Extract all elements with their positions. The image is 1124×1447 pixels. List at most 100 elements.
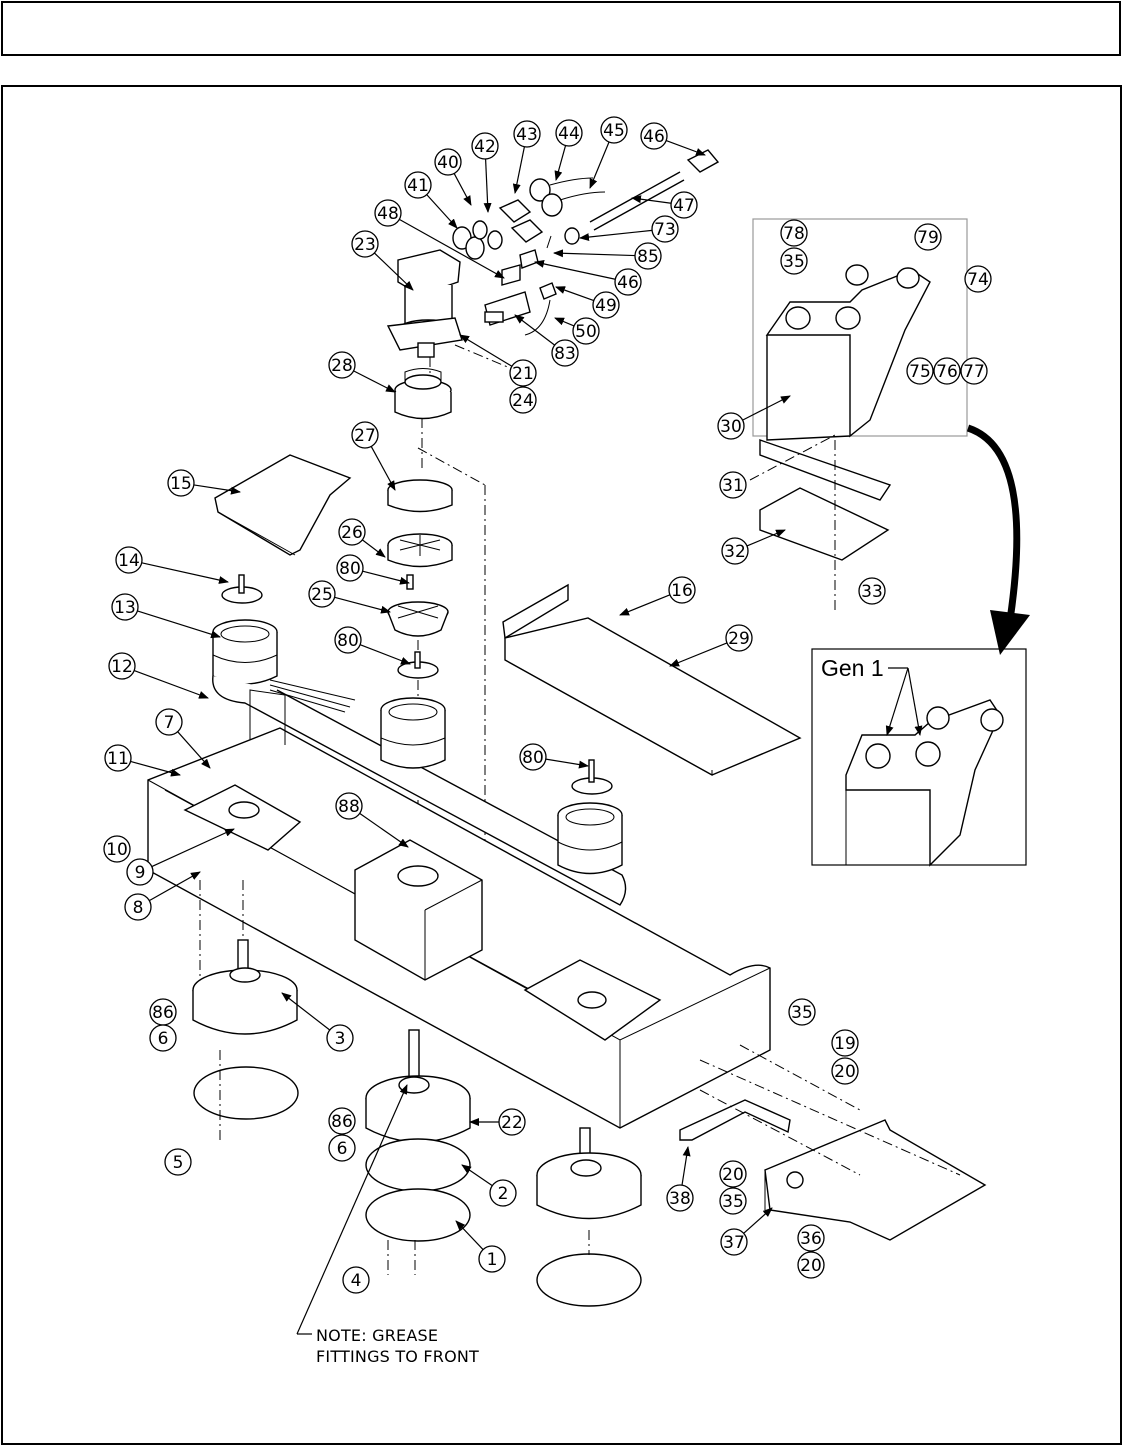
grease-note: NOTE: GREASE FITTINGS TO FRONT: [316, 1325, 479, 1367]
disc-5: [194, 1067, 298, 1119]
callout-leader: [460, 335, 512, 366]
callout-leader: [515, 315, 555, 345]
callout-leader: [454, 173, 471, 205]
callout-6: 6: [329, 1135, 355, 1161]
callout-74: 74: [965, 266, 991, 292]
callout-20: 20: [720, 1161, 746, 1187]
callout-16: 16: [620, 577, 695, 615]
callout-49: 49: [556, 287, 619, 318]
callout-leader: [554, 253, 635, 256]
callout-leader: [335, 597, 390, 612]
callout-leader: [555, 318, 574, 326]
callout-leader: [556, 146, 566, 180]
callout-number: 80: [339, 559, 361, 579]
callout-35: 35: [781, 248, 807, 274]
callout-47: 47: [632, 192, 697, 218]
callout-number: 27: [354, 426, 376, 446]
mount-plate-32: [760, 488, 888, 560]
callout-number: 46: [617, 273, 639, 293]
callout-31: 31: [720, 472, 746, 498]
callout-leader: [456, 1221, 483, 1250]
callout-36: 36: [798, 1225, 824, 1251]
callout-number: 41: [407, 176, 429, 196]
callout-number: 80: [522, 748, 544, 768]
callout-number: 1: [487, 1250, 498, 1270]
coupler-collar-27: [388, 480, 452, 512]
callout-leader: [556, 287, 594, 301]
callout-number: 29: [728, 629, 750, 649]
callout-number: 26: [341, 523, 363, 543]
callout-number: 88: [338, 797, 360, 817]
callout-number: 30: [720, 417, 742, 437]
callout-number: 8: [133, 898, 144, 918]
callout-10: 10: [104, 836, 130, 862]
callout-21: 21: [460, 335, 536, 386]
callout-number: 20: [800, 1256, 822, 1276]
callout-number: 28: [331, 356, 353, 376]
callout-number: 5: [173, 1153, 184, 1173]
callout-number: 37: [723, 1233, 745, 1253]
callout-number: 11: [107, 749, 129, 769]
mount-plate-31: [760, 440, 890, 500]
callout-leader: [580, 230, 652, 238]
callout-leader: [354, 371, 395, 392]
callout-number: 38: [669, 1189, 691, 1209]
callout-number: 23: [354, 235, 376, 255]
callout-number: 79: [917, 228, 939, 248]
callout-number: 80: [337, 631, 359, 651]
callout-80: 80: [520, 744, 588, 770]
callout-leader: [486, 159, 488, 212]
callout-20: 20: [832, 1058, 858, 1084]
bracket-38: [680, 1100, 790, 1140]
callout-27: 27: [352, 422, 395, 490]
callout-leader: [427, 195, 457, 228]
callout-leader: [131, 761, 180, 775]
callout-42: 42: [472, 133, 498, 212]
key-80: [407, 575, 413, 589]
callout-28: 28: [329, 352, 395, 392]
callout-number: 20: [834, 1062, 856, 1082]
callout-76: 76: [934, 358, 960, 384]
callout-leader: [535, 262, 615, 279]
callout-leader: [744, 1208, 772, 1233]
callout-number: 83: [554, 344, 576, 364]
callout-leader: [590, 142, 609, 188]
gearbox-right: [537, 1128, 641, 1219]
coupler-spider-26: [388, 534, 452, 567]
belt-cover-15: [215, 455, 350, 555]
coupler-hub-28: [395, 369, 451, 419]
callout-number: 33: [861, 582, 883, 602]
callout-number: 85: [637, 247, 659, 267]
callout-45: 45: [590, 117, 627, 188]
callout-number: 48: [377, 204, 399, 224]
callout-13: 13: [112, 594, 220, 637]
callout-14: 14: [116, 547, 228, 582]
callout-number: 50: [575, 322, 597, 342]
callout-number: 43: [516, 125, 538, 145]
callout-number: 10: [106, 840, 128, 860]
callout-25: 25: [309, 581, 390, 612]
callout-number: 46: [643, 127, 665, 147]
callout-86: 86: [329, 1108, 355, 1134]
callout-number: 35: [722, 1192, 744, 1212]
callout-leader: [682, 1147, 688, 1185]
hydraulic-motor: [388, 250, 462, 357]
callout-leader: [363, 571, 409, 583]
curved-arrow: [968, 428, 1017, 620]
callout-number: 86: [331, 1112, 353, 1132]
mount-bracket-30: [767, 265, 930, 440]
callout-number: 76: [936, 362, 958, 382]
callout-37: 37: [721, 1208, 772, 1255]
callout-number: 36: [800, 1229, 822, 1249]
callout-leader: [620, 595, 670, 615]
callout-1: 1: [456, 1221, 505, 1272]
callout-number: 25: [311, 585, 333, 605]
callout-number: 20: [722, 1165, 744, 1185]
gearbox-disc-3: [193, 940, 297, 1034]
callout-leader: [137, 611, 220, 637]
gearbox-disc-22: [366, 1030, 470, 1142]
callout-number: 7: [164, 713, 175, 733]
shield-36: [765, 1120, 985, 1240]
callout-24: 24: [510, 387, 536, 413]
